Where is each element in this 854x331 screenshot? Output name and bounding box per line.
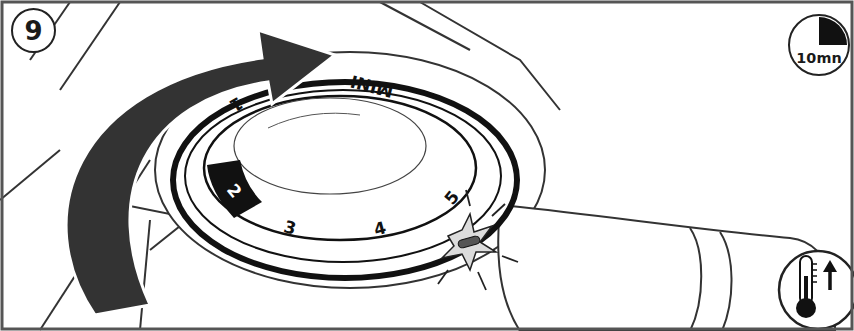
step-number: 9 <box>11 8 56 53</box>
time-text: 10mn <box>796 51 841 65</box>
dial-highlight <box>268 113 360 128</box>
indicator-light <box>438 190 518 290</box>
dial-center <box>234 98 426 194</box>
dial-outer-ring <box>173 82 517 278</box>
dial-face <box>204 96 476 240</box>
timer-icon: 10mn <box>788 14 850 76</box>
step-number-text: 9 <box>24 18 42 44</box>
selected-setting-band <box>207 160 262 218</box>
lid-lines <box>0 2 560 330</box>
turn-arrow <box>66 30 335 315</box>
timer-wedge <box>819 17 847 45</box>
thermometer-icon <box>779 251 854 329</box>
